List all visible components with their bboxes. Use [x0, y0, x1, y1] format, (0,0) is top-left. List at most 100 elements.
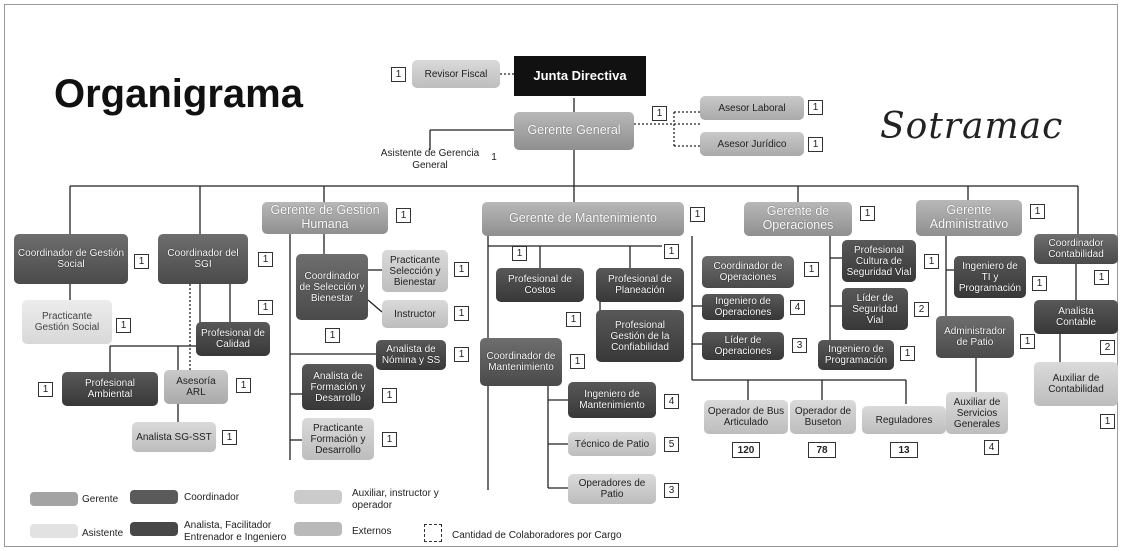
node-reguladores[interactable]: Reguladores — [862, 406, 946, 434]
node-asistente-gerencia[interactable]: Asistente de Gerencia General — [380, 148, 480, 171]
node-lider-operaciones[interactable]: Líder de Operaciones — [702, 332, 784, 360]
node-auxiliar-servicios[interactable]: Auxiliar de Servicios Generales — [946, 392, 1008, 434]
count-coordinador-mantenimiento: 1 — [570, 354, 585, 369]
count-coordinador-seleccion: 1 — [325, 328, 340, 343]
node-practicante-formacion[interactable]: Practicante Formación y Desarrollo — [302, 418, 374, 460]
count-administrador-patio: 1 — [1020, 334, 1035, 349]
count-analista-sg-sst: 1 — [222, 430, 237, 445]
count-practicante-seleccion: 1 — [454, 262, 469, 277]
node-coordinador-contabilidad[interactable]: Coordinador Contabilidad — [1034, 234, 1118, 264]
count-auxiliar-contabilidad: 1 — [1100, 414, 1115, 429]
node-gerente-administrativo[interactable]: Gerente Administrativo — [916, 200, 1022, 236]
node-ingeniero-ti[interactable]: Ingeniero de TI y Programación — [954, 256, 1026, 298]
node-asesor-laboral[interactable]: Asesor Laboral — [700, 96, 804, 120]
count-practicante-gestion-social: 1 — [116, 318, 131, 333]
node-coordinador-gestion-social[interactable]: Coordinador de Gestión Social — [14, 234, 128, 284]
node-analista-sg-sst[interactable]: Analista SG-SST — [132, 422, 216, 452]
node-analista-formacion[interactable]: Analista de Formación y Desarrollo — [302, 364, 374, 410]
count-auxiliar-servicios: 4 — [984, 440, 999, 455]
node-coordinador-operaciones[interactable]: Coordinador de Operaciones — [702, 256, 794, 288]
count-gerente-gestion-humana: 1 — [396, 208, 411, 223]
count-ingeniero-programacion: 1 — [900, 346, 915, 361]
legend-swatch-coordinador — [130, 490, 178, 504]
node-tecnico-patio[interactable]: Técnico de Patio — [568, 432, 656, 456]
count-profesional-ambiental: 1 — [38, 382, 53, 397]
node-coordinador-sgi[interactable]: Coordinador del SGI — [158, 234, 248, 284]
legend-label-gerente: Gerente — [82, 494, 119, 505]
count-gerente-mantenimiento: 1 — [690, 207, 705, 222]
count-analista-contable: 2 — [1100, 340, 1115, 355]
node-coordinador-seleccion[interactable]: Coordinador de Selección y Bienestar — [296, 254, 368, 320]
node-profesional-cultura[interactable]: Profesional Cultura de Seguridad Vial — [842, 240, 916, 282]
count-coordinador-gestion-social: 1 — [134, 254, 149, 269]
count-gerente-administrativo: 1 — [1030, 204, 1045, 219]
node-asesor-juridico[interactable]: Asesor Jurídico — [700, 132, 804, 156]
count-operadores-patio: 3 — [664, 483, 679, 498]
node-analista-contable[interactable]: Analista Contable — [1034, 300, 1118, 334]
node-profesional-planeacion[interactable]: Profesional de Planeación — [596, 268, 684, 302]
count-operador-bus-articulado: 120 — [732, 442, 760, 458]
legend-label-coordinador: Coordinador — [184, 492, 240, 503]
count-lider-seguridad-vial: 2 — [914, 302, 929, 317]
count-coordinador-contabilidad: 1 — [1094, 270, 1109, 285]
node-gerente-gestion-humana[interactable]: Gerente de Gestión Humana — [262, 202, 388, 234]
count-asistente: 1 — [491, 152, 497, 163]
node-operador-buseton[interactable]: Operador de Buseton — [790, 400, 856, 434]
legend-label-cantidad: Cantidad de Colaboradores por Cargo — [452, 530, 622, 541]
count-ingeniero-ti: 1 — [1032, 276, 1047, 291]
node-profesional-ambiental[interactable]: Profesional Ambiental — [62, 372, 158, 406]
count-coordinador-operaciones: 1 — [804, 262, 819, 277]
legend-label-externos: Externos — [352, 526, 392, 537]
node-profesional-calidad[interactable]: Profesional de Calidad — [196, 322, 270, 356]
count-asesor-juridico: 1 — [808, 137, 823, 152]
legend-swatch-asistente — [30, 524, 78, 538]
legend-swatch-cantidad — [424, 524, 442, 542]
node-auxiliar-contabilidad[interactable]: Auxiliar de Contabilidad — [1034, 362, 1118, 406]
node-coordinador-mantenimiento[interactable]: Coordinador de Mantenimiento — [480, 338, 562, 386]
node-administrador-patio[interactable]: Administrador de Patio — [936, 316, 1014, 358]
node-practicante-gestion-social[interactable]: Practicante Gestión Social — [22, 300, 112, 344]
node-operador-bus-articulado[interactable]: Operador de Bus Articulado — [704, 400, 788, 434]
legend-swatch-analista — [130, 522, 178, 536]
count-profesional-costos: 1 — [512, 246, 527, 261]
node-gerente-operaciones[interactable]: Gerente de Operaciones — [744, 202, 852, 236]
node-profesional-costos[interactable]: Profesional de Costos — [496, 268, 584, 302]
legend-swatch-auxiliar — [294, 490, 342, 504]
count-reguladores: 13 — [890, 442, 918, 458]
count-profesional-cultura: 1 — [924, 254, 939, 269]
node-ingeniero-programacion[interactable]: Ingeniero de Programación — [818, 340, 894, 370]
count-gerente-operaciones: 1 — [860, 206, 875, 221]
count-profesional-calidad: 1 — [258, 300, 273, 315]
node-gerente-mantenimiento[interactable]: Gerente de Mantenimiento — [482, 202, 684, 236]
count-profesional-planeacion: 1 — [664, 244, 679, 259]
node-analista-nomina[interactable]: Analista de Nómina y SS — [376, 340, 446, 370]
node-instructor[interactable]: Instructor — [382, 300, 448, 328]
count-gerente-general: 1 — [652, 106, 667, 121]
count-ingeniero-operaciones: 4 — [790, 300, 805, 315]
node-operadores-patio[interactable]: Operadores de Patio — [568, 474, 656, 504]
count-ingeniero-mantenimiento: 4 — [664, 394, 679, 409]
node-profesional-confiabilidad[interactable]: Profesional Gestión de la Confiabilidad — [596, 310, 684, 362]
node-asesoria-arl[interactable]: Asesoría ARL — [164, 370, 228, 404]
node-revisor-fiscal[interactable]: Revisor Fiscal — [412, 60, 500, 88]
count-instructor: 1 — [454, 306, 469, 321]
count-analista-nomina: 1 — [454, 347, 469, 362]
count-practicante-formacion: 1 — [382, 432, 397, 447]
count-profesional-confiabilidad: 1 — [566, 312, 581, 327]
legend-label-auxiliar: Auxiliar, instructor y operador — [352, 488, 439, 511]
count-coordinador-sgi: 1 — [258, 252, 273, 267]
node-ingeniero-operaciones[interactable]: Ingeniero de Operaciones — [702, 294, 784, 320]
legend-label-asistente: Asistente — [82, 528, 124, 539]
legend-swatch-gerente — [30, 492, 78, 506]
node-gerente-general[interactable]: Gerente General — [514, 112, 634, 150]
node-ingeniero-mantenimiento[interactable]: Ingeniero de Mantenimiento — [568, 382, 656, 418]
node-lider-seguridad-vial[interactable]: Líder de Seguridad Vial — [842, 288, 908, 330]
legend-swatch-externos — [294, 522, 342, 536]
node-junta-directiva[interactable]: Junta Directiva — [514, 56, 646, 96]
page-title: Organigrama — [54, 72, 303, 116]
count-operador-buseton: 78 — [808, 442, 836, 458]
node-practicante-seleccion[interactable]: Practicante Selección y Bienestar — [382, 250, 448, 292]
count-lider-operaciones: 3 — [792, 338, 807, 353]
count-asesor-laboral: 1 — [808, 100, 823, 115]
diagram-frame — [4, 4, 1118, 547]
